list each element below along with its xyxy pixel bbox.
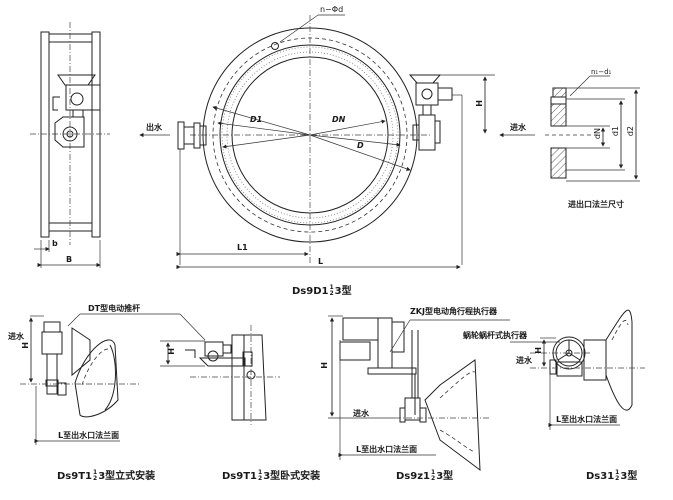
front-view (139, 14, 535, 270)
flange-d2-label: d2 (626, 126, 635, 137)
variant-t1-horizontal (160, 313, 280, 425)
l-label: L (318, 257, 324, 266)
outlet-label: 出水 (146, 123, 162, 132)
t1h-h-label: H (167, 348, 176, 355)
z1-actuator-label: ZKJ型电动角行程执行器 (410, 307, 497, 316)
b-label: B (66, 255, 73, 264)
variant-s3 (510, 309, 645, 430)
z1-l-label: L至出水口法兰面 (356, 445, 418, 454)
inlet-label: 进水 (510, 123, 526, 132)
t1v-actuator-label: DT型电动推杆 (88, 304, 141, 313)
d-label: D (357, 141, 364, 150)
side-view (30, 22, 110, 268)
flange-caption: 进出口法兰尺寸 (568, 200, 624, 209)
t1v-l-label: L至出水口法兰面 (58, 431, 120, 440)
l1-label: L1 (237, 243, 248, 252)
t1v-h-label: H (21, 342, 30, 349)
flange-holes-label: n₁−d₁ (591, 68, 612, 76)
flange-dn-label: dN (593, 128, 602, 140)
d1-label: D1 (250, 115, 263, 124)
dn-label: DN (332, 115, 346, 124)
t1v-inlet-label: 进水 (8, 332, 24, 341)
s3-actuator-label: 蜗轮蜗杆式执行器 (463, 331, 527, 340)
b-small-label: b (52, 239, 58, 248)
z1-inlet-label: 进水 (353, 409, 369, 418)
s3-l-label: L至出水口法兰面 (556, 415, 618, 424)
variant-z1 (328, 315, 510, 472)
z1-h-label: H (320, 362, 329, 369)
flange-d1-label: d1 (611, 126, 620, 137)
s3-h-label: H (534, 347, 543, 354)
variant-t1-vertical (20, 313, 180, 445)
bolt-holes-label: n−Φd (320, 5, 344, 14)
flange-detail (545, 75, 640, 182)
h-label: H (475, 100, 484, 107)
s3-inlet-label: 进水 (516, 356, 532, 365)
